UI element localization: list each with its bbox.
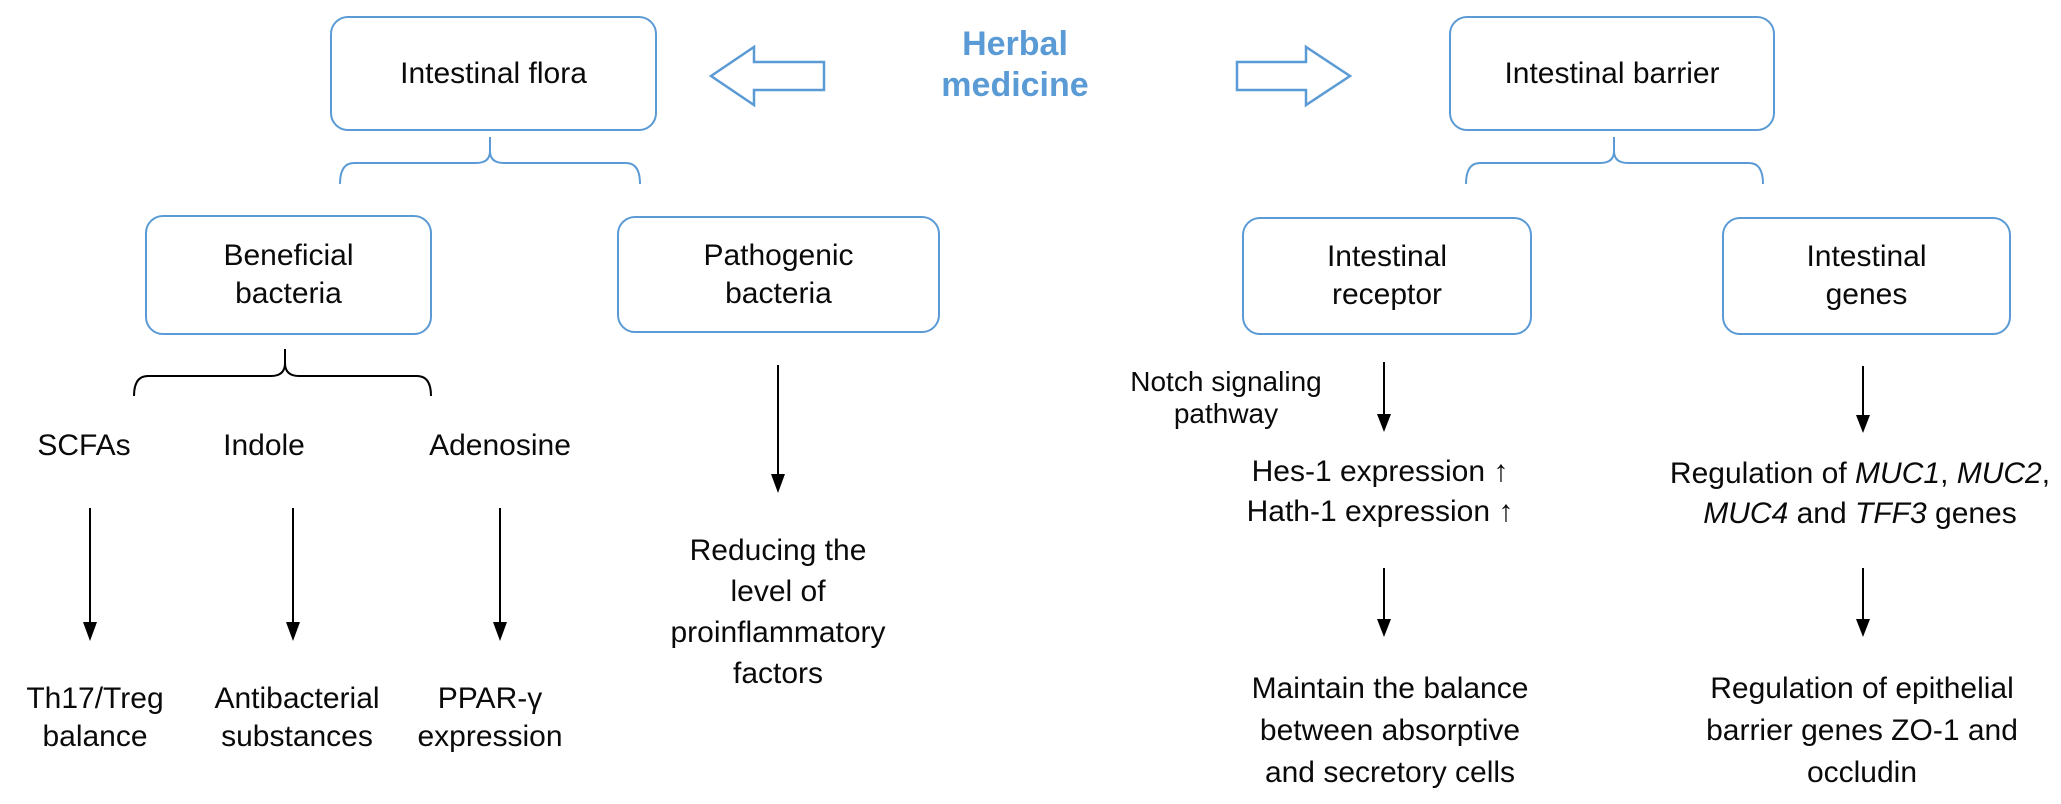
hes-hath-expression-label: Hes-1 expression ↑ Hath-1 expression ↑ <box>1246 455 1514 528</box>
barrier-children-brace <box>1465 137 1764 185</box>
pathogenic-bacteria-box: Pathogenic bacteria <box>617 216 940 333</box>
herbal-medicine-title: Herbal medicine <box>941 25 1089 104</box>
intestinal-barrier-box: Intestinal barrier <box>1449 16 1775 131</box>
flora-children-brace <box>339 137 641 185</box>
muc-genes-regulation-label: Regulation of MUC1, MUC2, MUC4 and TFF3 … <box>1669 457 2051 530</box>
ppar-gamma-expression-label: PPAR-γ expression <box>417 682 563 753</box>
intestinal-flora-box: Intestinal flora <box>330 16 657 131</box>
proinflammatory-outcome-label: Reducing the level of proinflammatory fa… <box>670 534 886 690</box>
receptor-down-arrow-1-icon <box>1377 362 1391 432</box>
adenosine-down-arrow-icon <box>493 508 507 641</box>
beneficial-children-brace <box>133 349 432 397</box>
herbal-to-flora-block-arrow-icon <box>708 44 826 108</box>
pathogenic-down-arrow-icon <box>771 365 785 493</box>
th17-treg-balance-label: Th17/Treg balance <box>26 682 164 753</box>
scfas-label: SCFAs <box>37 429 131 462</box>
beneficial-bacteria-box: Beneficial bacteria <box>145 215 432 335</box>
indole-label: Indole <box>223 429 305 462</box>
genes-down-arrow-1-icon <box>1856 366 1870 433</box>
notch-signaling-pathway-label: Notch signaling pathway <box>1130 366 1322 429</box>
epithelial-barrier-genes-outcome-label: Regulation of epithelial barrier genes Z… <box>1706 672 2018 789</box>
indole-down-arrow-icon <box>286 508 300 641</box>
scfas-down-arrow-icon <box>83 508 97 641</box>
genes-down-arrow-2-icon <box>1856 568 1870 637</box>
receptor-down-arrow-2-icon <box>1377 568 1391 637</box>
intestinal-receptor-box: Intestinal receptor <box>1242 217 1532 335</box>
herbal-to-barrier-block-arrow-icon <box>1235 44 1353 108</box>
adenosine-label: Adenosine <box>429 429 571 462</box>
absorptive-secretory-outcome-label: Maintain the balance between absorptive … <box>1251 672 1529 789</box>
antibacterial-substances-label: Antibacterial substances <box>214 682 380 753</box>
intestinal-genes-box: Intestinal genes <box>1722 217 2011 335</box>
